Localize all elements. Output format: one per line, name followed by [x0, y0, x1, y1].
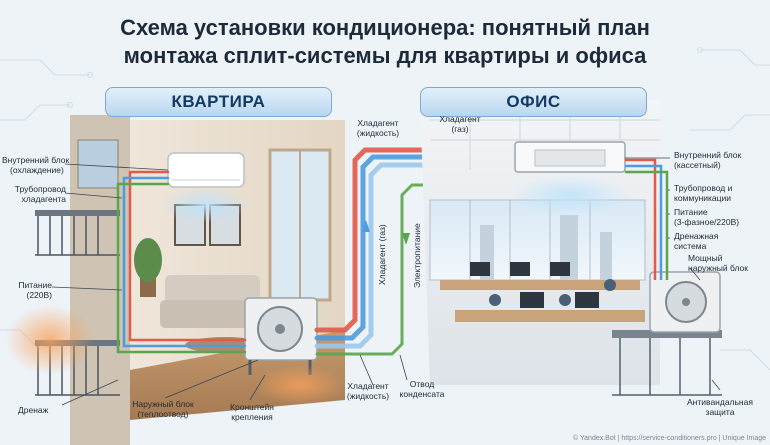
label-outdoor-line1: Наружный блок: [132, 399, 194, 409]
label-office-indoor-line1: Внутренний блок: [674, 150, 742, 160]
label-pipe-line2: хладагента: [21, 194, 66, 204]
label-liquid-bottom-line2: (жидкость): [346, 391, 390, 401]
label-antivandal-line1: Антивандальная: [687, 397, 753, 407]
label-power-line2: (220В): [26, 290, 52, 300]
label-bracket-line1: Кронштейн: [230, 402, 274, 412]
label-pipe-line1: Трубопровод: [14, 184, 66, 194]
label-outdoor-line2: (теплоотвод): [137, 409, 189, 419]
apartment-liquid-line: [128, 170, 247, 342]
center-gas-line-2: [314, 162, 523, 349]
label-drain: Дренаж: [18, 405, 49, 415]
watermark: © Yandex.Bot | https://service-condition…: [573, 435, 766, 442]
label-piping-office: Трубопровод и коммуникации: [674, 183, 732, 203]
label-office-indoor-line2: (кассетный): [674, 160, 721, 170]
label-gas-top-line1: Хладагент: [439, 114, 481, 124]
office-pipes: [625, 158, 669, 280]
label-gas-top-line2: (газ): [451, 124, 469, 134]
label-power-apartment: Питание (220В): [6, 280, 52, 300]
label-power-office: Питание (3-фазное/220В): [674, 207, 739, 227]
label-condensate-line2: конденсата: [399, 389, 445, 399]
label-refrigerant-gas-top: Хладагент (газ): [430, 114, 490, 134]
label-office-drain-line2: система: [674, 241, 707, 251]
label-condensate-line1: Отвод: [409, 379, 435, 389]
label-bracket-line2: крепления: [231, 412, 273, 422]
label-refrigerant-gas-vertical: Хладагент (газ): [377, 224, 387, 285]
label-refrigerant-liquid-top: Хладагент (жидкость): [343, 118, 413, 138]
tab-apartment: КВАРТИРА: [105, 87, 332, 117]
apartment-power-line: [116, 182, 247, 354]
label-liquid-top-line1: Хладагент: [357, 118, 399, 128]
label-liquid-top-line2: (жидкость): [356, 128, 400, 138]
center-gas-line: [314, 154, 523, 341]
label-indoor-unit: Внутренний блок (охлаждение): [2, 155, 69, 175]
label-bracket: Кронштейн крепления: [222, 402, 282, 422]
center-liquid-line: [314, 147, 523, 333]
leader-lines: [51, 157, 721, 406]
label-office-power-line1: Питание: [674, 207, 708, 217]
label-office-piping-line1: Трубопровод и: [674, 183, 733, 193]
label-antivandal: Антивандальная защита: [680, 397, 760, 417]
apartment-pipes: [116, 170, 247, 354]
title-line-1: Схема установки кондиционера: понятный п…: [120, 15, 650, 40]
tab-office: ОФИС: [420, 87, 647, 117]
label-outdoor-unit-apartment: Наружный блок (теплоотвод): [118, 399, 208, 419]
label-indoor-unit-line1: Внутренний блок: [2, 155, 70, 165]
label-liquid-bottom-line1: Хладагент: [347, 381, 389, 391]
label-indoor-unit-office: Внутренний блок (кассетный): [674, 150, 741, 170]
page-title: Схема установки кондиционера: понятный п…: [60, 14, 710, 70]
label-outdoor-unit-office: Мощный наружный блок: [688, 253, 748, 273]
label-office-power-line2: (3-фазное/220В): [674, 217, 740, 227]
label-office-outdoor-line2: наружный блок: [688, 263, 748, 273]
label-power-line1: Питание: [18, 280, 52, 290]
label-power-vertical: Электропитание: [412, 223, 422, 288]
apartment-gas-line: [122, 176, 247, 348]
title-line-2: монтажа сплит-системы для квартиры и офи…: [123, 43, 647, 68]
label-refrigerant-pipe: Трубопровод хладагента: [8, 184, 66, 204]
label-office-piping-line2: коммуникации: [674, 193, 732, 203]
label-office-outdoor-line1: Мощный: [688, 253, 723, 263]
label-antivandal-line2: защита: [705, 407, 735, 417]
office-scene: [420, 100, 722, 396]
apartment-scene: [5, 115, 345, 445]
label-indoor-unit-line2: (охлаждение): [10, 165, 64, 175]
label-condensate: Отвод конденсата: [392, 379, 452, 399]
label-drain-office: Дренажная система: [674, 231, 718, 251]
label-office-drain-line1: Дренажная: [674, 231, 719, 241]
label-refrigerant-liquid-bottom: Хладагент (жидкость): [335, 381, 401, 401]
